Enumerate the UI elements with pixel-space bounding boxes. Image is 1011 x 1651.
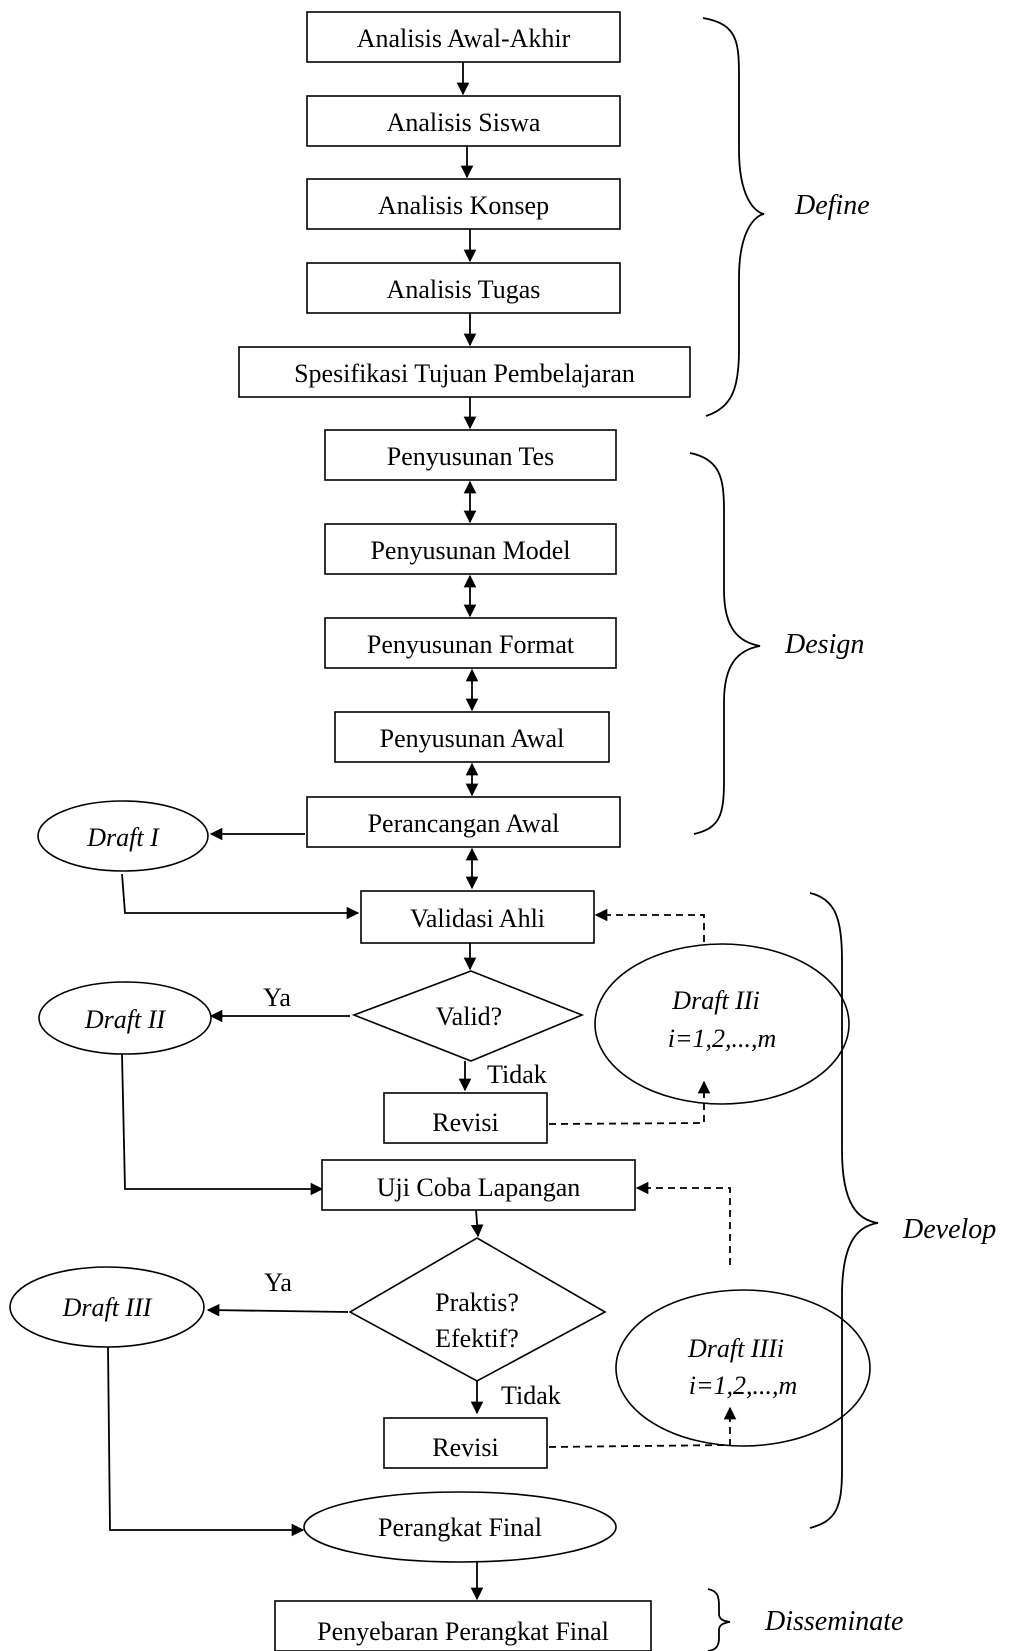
dashed-draft-3i-to-uji-coba <box>635 1181 731 1265</box>
node-penyebaran-perangkat-final: Penyebaran Perangkat Final <box>274 1600 652 1651</box>
dashed-revisi-2-to-draft-3i <box>548 1406 737 1448</box>
label-tidak-1: Tidak <box>487 1060 547 1089</box>
draft-1-ellipse: Draft I <box>37 800 209 872</box>
phase-develop: Develop <box>902 1214 996 1245</box>
svg-text:Draft II: Draft II <box>84 1005 167 1034</box>
svg-text:Valid?: Valid? <box>436 1002 502 1031</box>
draft-3i-ellipse: Draft IIIi i=1,2,...,m <box>615 1289 871 1447</box>
dashed-revisi-1-to-draft-2i <box>548 1080 711 1125</box>
node-revisi-1: Revisi <box>383 1092 548 1144</box>
svg-text:Penyusunan Model: Penyusunan Model <box>370 536 570 565</box>
svg-text:Uji Coba Lapangan: Uji Coba Lapangan <box>377 1173 581 1202</box>
svg-text:i=1,2,...,m: i=1,2,...,m <box>689 1371 798 1400</box>
decision-valid: Valid? <box>351 970 585 1062</box>
node-validasi-ahli: Validasi Ahli <box>360 890 595 944</box>
svg-text:i=1,2,...,m: i=1,2,...,m <box>668 1024 777 1053</box>
svg-text:Analisis Awal-Akhir: Analisis Awal-Akhir <box>357 24 571 53</box>
node-perancangan-awal: Perancangan Awal <box>306 796 621 848</box>
brace-disseminate <box>707 1588 731 1651</box>
node-analisis-tugas: Analisis Tugas <box>306 262 621 314</box>
node-penyusunan-format: Penyusunan Format <box>324 617 617 669</box>
svg-text:Efektif?: Efektif? <box>435 1324 519 1353</box>
node-uji-coba-lapangan: Uji Coba Lapangan <box>321 1159 636 1211</box>
arrow-draft-3-to-final <box>107 1346 305 1537</box>
svg-text:Analisis Siswa: Analisis Siswa <box>387 108 541 137</box>
svg-text:Revisi: Revisi <box>432 1108 498 1137</box>
phase-disseminate: Disseminate <box>764 1606 903 1637</box>
svg-text:Penyebaran Perangkat Final: Penyebaran Perangkat Final <box>317 1617 609 1646</box>
node-analisis-awal-akhir: Analisis Awal-Akhir <box>306 11 621 63</box>
node-analisis-konsep: Analisis Konsep <box>306 178 621 230</box>
svg-text:Analisis Konsep: Analisis Konsep <box>378 191 549 220</box>
dashed-draft-2i-to-validasi <box>594 908 705 942</box>
draft-2i-ellipse: Draft IIi i=1,2,...,m <box>594 943 850 1105</box>
decision-praktis-efektif: Praktis? Efektif? <box>348 1237 607 1382</box>
svg-text:Perangkat Final: Perangkat Final <box>378 1513 542 1542</box>
svg-text:Draft IIIi: Draft IIIi <box>687 1334 784 1363</box>
brace-design <box>689 452 761 835</box>
svg-text:Validasi Ahli: Validasi Ahli <box>410 904 545 933</box>
arrow-uji-to-decision <box>470 1209 484 1238</box>
label-ya-2: Ya <box>264 1268 292 1297</box>
arrow-draft-2-to-uji-coba <box>121 1053 324 1196</box>
phase-define: Define <box>794 190 870 221</box>
draft-3-ellipse: Draft III <box>9 1266 205 1348</box>
svg-text:Draft III: Draft III <box>62 1293 153 1322</box>
label-tidak-2: Tidak <box>501 1381 561 1410</box>
svg-text:Penyusunan Awal: Penyusunan Awal <box>380 724 565 753</box>
node-penyusunan-tes: Penyusunan Tes <box>324 429 617 481</box>
node-spesifikasi-tujuan: Spesifikasi Tujuan Pembelajaran <box>238 346 691 398</box>
svg-text:Spesifikasi Tujuan Pembelajara: Spesifikasi Tujuan Pembelajaran <box>294 359 635 388</box>
svg-text:Perancangan Awal: Perancangan Awal <box>368 809 560 838</box>
node-perangkat-final: Perangkat Final <box>303 1491 617 1563</box>
brace-develop <box>809 892 879 1529</box>
svg-text:Revisi: Revisi <box>432 1433 498 1462</box>
svg-text:Penyusunan Format: Penyusunan Format <box>367 630 575 659</box>
arrow-draft-1-to-validasi <box>121 873 360 920</box>
phase-design: Design <box>784 629 864 660</box>
arrow-ya-to-draft-3 <box>206 1303 349 1317</box>
brace-define <box>702 17 765 417</box>
node-revisi-2: Revisi <box>383 1417 548 1469</box>
svg-text:Draft IIi: Draft IIi <box>671 986 759 1015</box>
svg-text:Penyusunan Tes: Penyusunan Tes <box>387 442 554 471</box>
node-analisis-siswa: Analisis Siswa <box>306 95 621 147</box>
svg-text:Draft I: Draft I <box>86 823 160 852</box>
draft-2-ellipse: Draft II <box>38 981 212 1055</box>
node-penyusunan-model: Penyusunan Model <box>324 523 617 575</box>
node-penyusunan-awal: Penyusunan Awal <box>334 711 610 763</box>
label-ya-1: Ya <box>263 983 291 1012</box>
svg-text:Analisis Tugas: Analisis Tugas <box>387 275 541 304</box>
svg-text:Praktis?: Praktis? <box>435 1288 519 1317</box>
